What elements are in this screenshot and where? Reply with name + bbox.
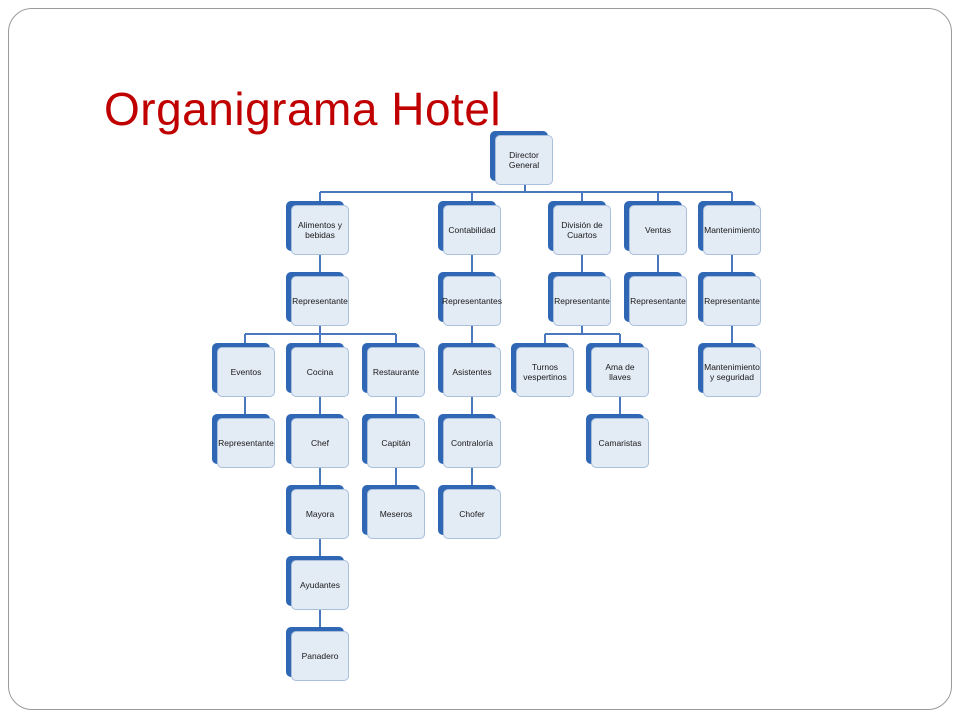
- node-label: Representante: [291, 276, 349, 326]
- node-ama-de-llaves: Ama de llaves: [586, 343, 650, 398]
- node-label: División de Cuartos: [553, 205, 611, 255]
- node-director-general: Director General: [490, 131, 554, 186]
- node-meseros: Meseros: [362, 485, 426, 540]
- node-division-cuartos: División de Cuartos: [548, 201, 612, 256]
- node-mayora: Mayora: [286, 485, 350, 540]
- node-representante-mantenimiento: Representante: [698, 272, 762, 327]
- node-label: Capitán: [367, 418, 425, 468]
- node-chef: Chef: [286, 414, 350, 469]
- node-camaristas: Camaristas: [586, 414, 650, 469]
- node-contabilidad: Contabilidad: [438, 201, 502, 256]
- node-label: Cocina: [291, 347, 349, 397]
- node-label: Chef: [291, 418, 349, 468]
- node-mantenimiento-seguridad: Mantenimiento y seguridad: [698, 343, 762, 398]
- node-label: Panadero: [291, 631, 349, 681]
- node-capitan: Capitán: [362, 414, 426, 469]
- node-representante-eventos: Representante: [212, 414, 276, 469]
- node-alimentos-bebidas: Alimentos y bebidas: [286, 201, 350, 256]
- node-label: Director General: [495, 135, 553, 185]
- node-label: Restaurante: [367, 347, 425, 397]
- node-turnos-vespertinos: Turnos vespertinos: [511, 343, 575, 398]
- node-label: Representante: [629, 276, 687, 326]
- node-mantenimiento: Mantenimiento: [698, 201, 762, 256]
- node-label: Alimentos y bebidas: [291, 205, 349, 255]
- node-label: Representantes: [442, 276, 502, 326]
- node-label: Mantenimiento y seguridad: [703, 347, 761, 397]
- node-panadero: Panadero: [286, 627, 350, 682]
- node-eventos: Eventos: [212, 343, 276, 398]
- node-label: Mayora: [291, 489, 349, 539]
- node-label: Representante: [217, 418, 275, 468]
- node-ventas: Ventas: [624, 201, 688, 256]
- node-representante-ventas: Representante: [624, 272, 688, 327]
- node-representantes-contabilidad: Representantes: [438, 272, 502, 327]
- node-label: Representante: [703, 276, 761, 326]
- node-label: Ama de llaves: [591, 347, 649, 397]
- node-label: Camaristas: [591, 418, 649, 468]
- node-label: Asistentes: [443, 347, 501, 397]
- node-asistentes: Asistentes: [438, 343, 502, 398]
- node-cocina: Cocina: [286, 343, 350, 398]
- node-label: Turnos vespertinos: [516, 347, 574, 397]
- node-restaurante: Restaurante: [362, 343, 426, 398]
- node-label: Ayudantes: [291, 560, 349, 610]
- node-label: Representante: [553, 276, 611, 326]
- node-representante-alimentos: Representante: [286, 272, 350, 327]
- node-representante-division: Representante: [548, 272, 612, 327]
- node-label: Ventas: [629, 205, 687, 255]
- node-label: Meseros: [367, 489, 425, 539]
- node-contraloria: Contraloría: [438, 414, 502, 469]
- node-label: Contabilidad: [443, 205, 501, 255]
- node-ayudantes: Ayudantes: [286, 556, 350, 611]
- node-label: Contraloría: [443, 418, 501, 468]
- node-chofer: Chofer: [438, 485, 502, 540]
- node-label: Mantenimiento: [703, 205, 761, 255]
- node-label: Chofer: [443, 489, 501, 539]
- slide-title: Organigrama Hotel: [104, 83, 502, 135]
- node-label: Eventos: [217, 347, 275, 397]
